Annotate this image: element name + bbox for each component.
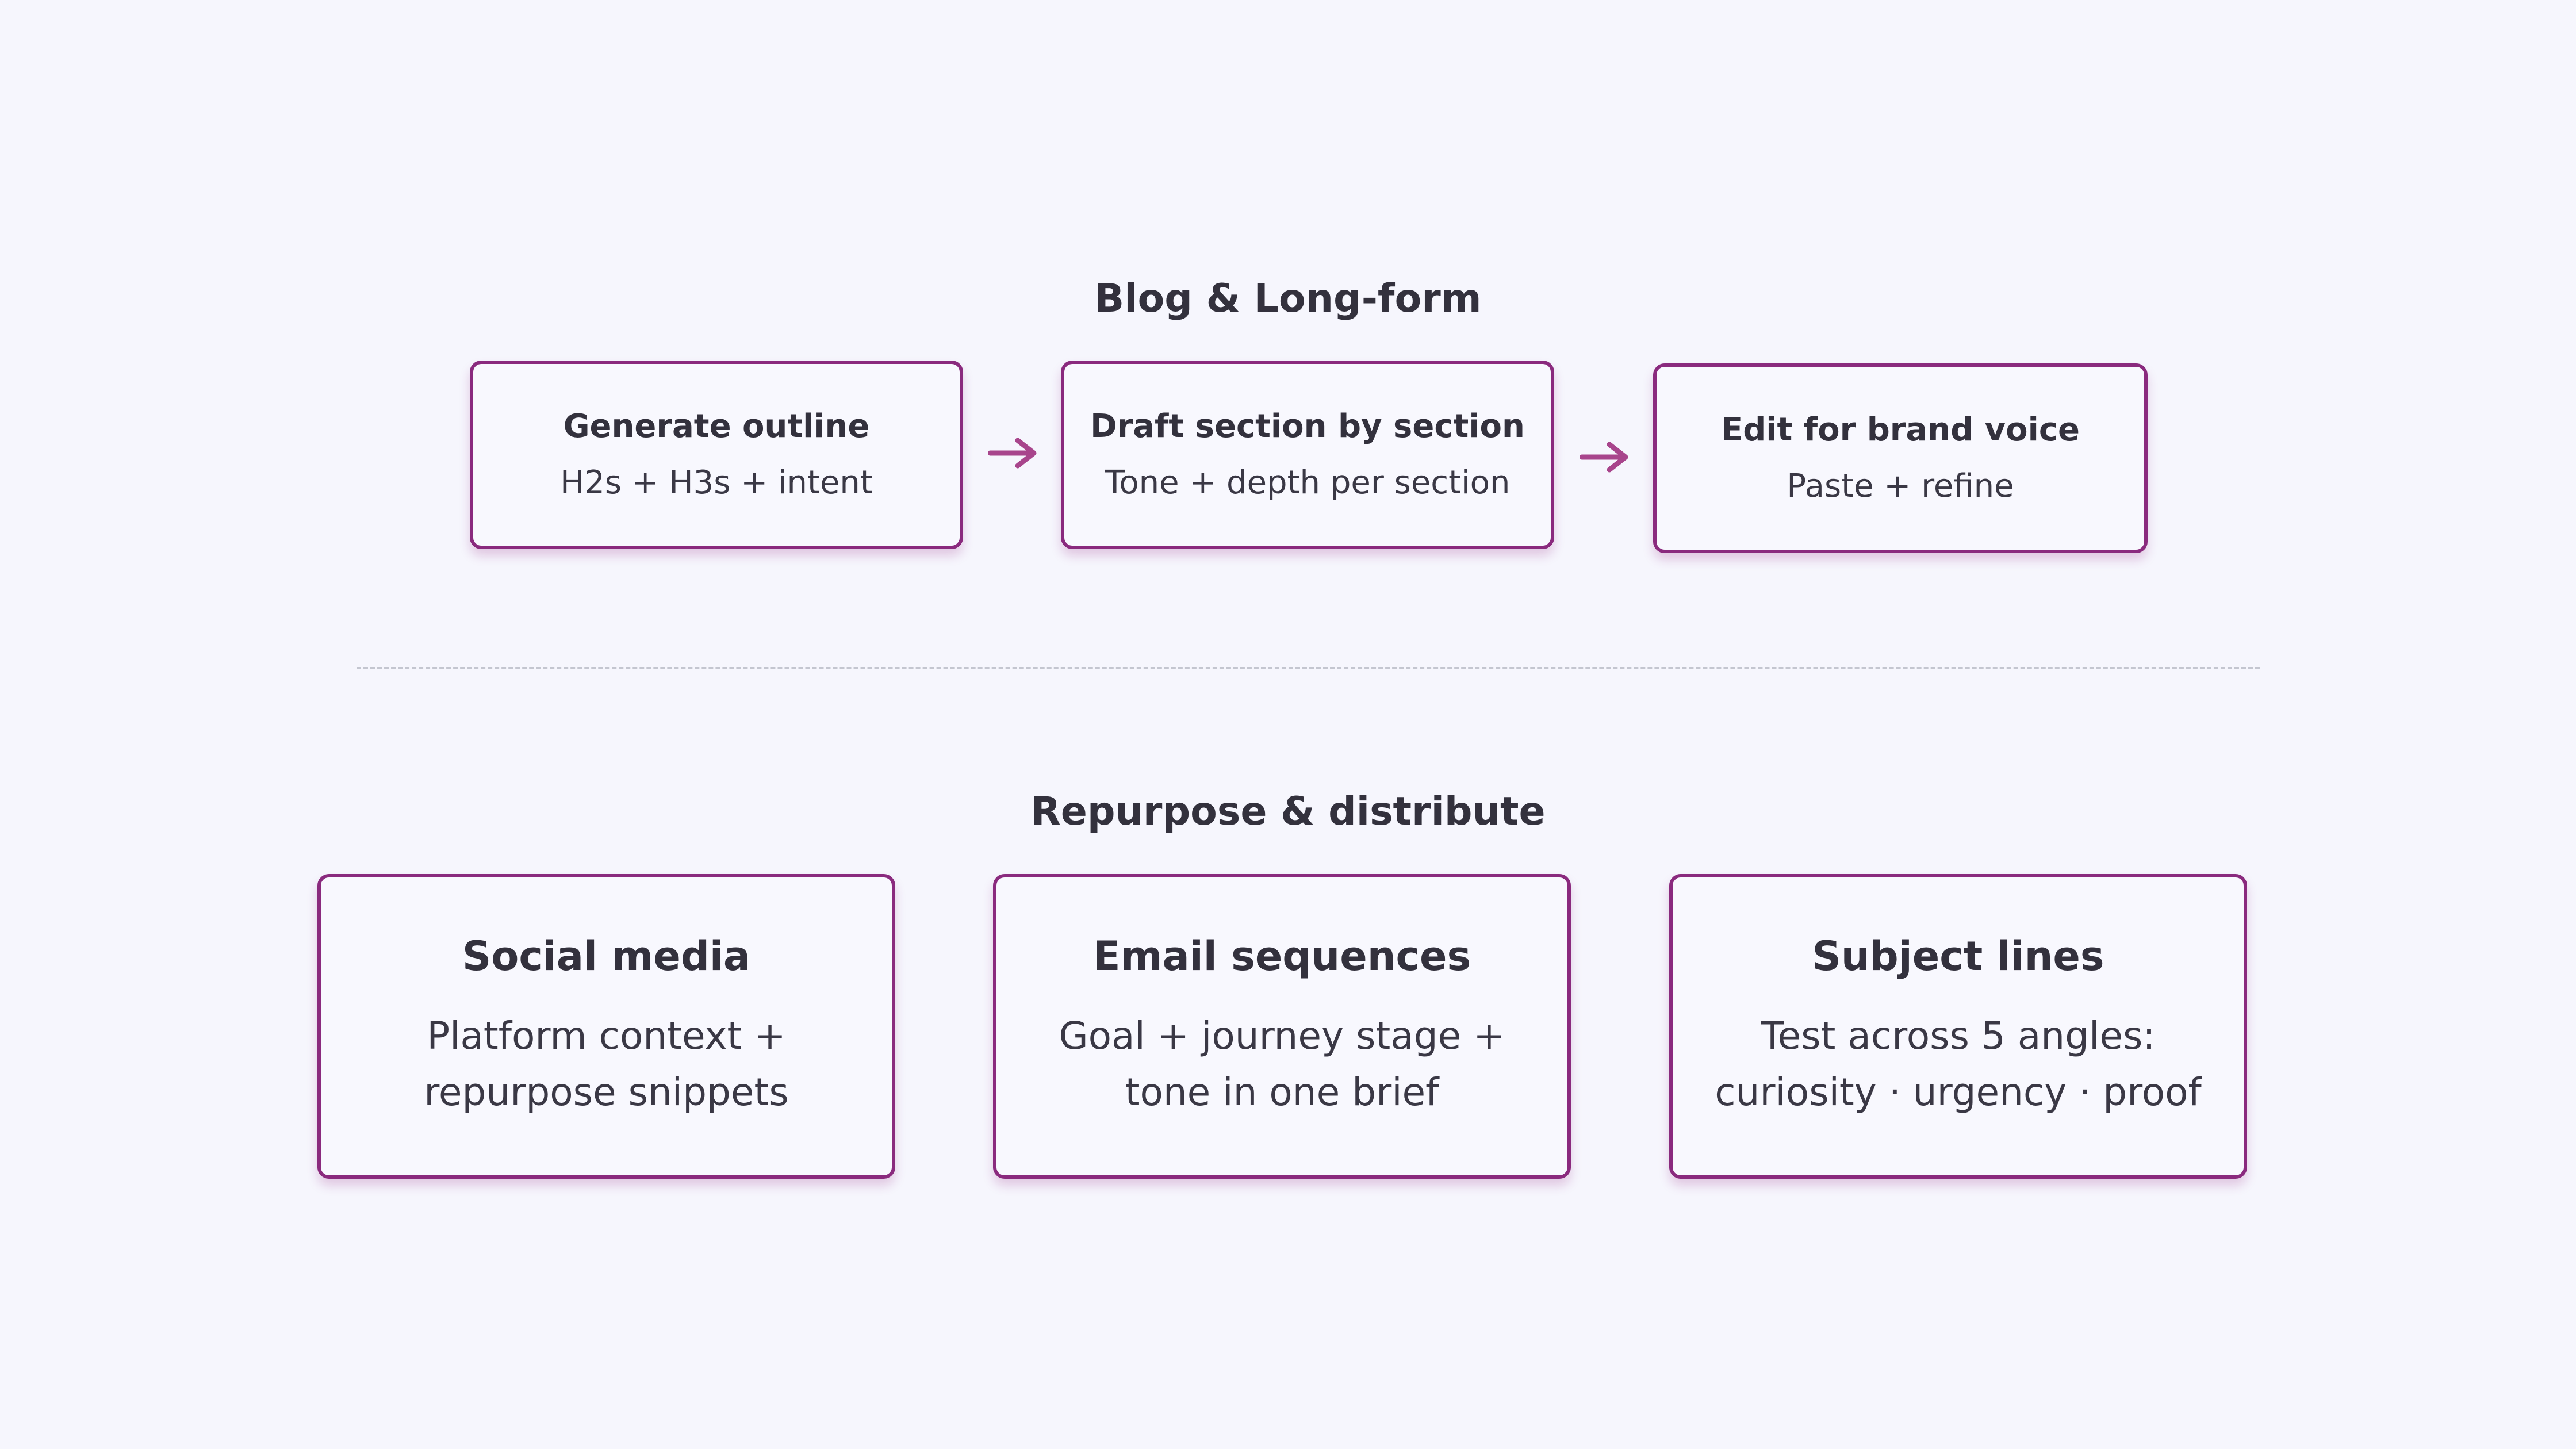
- flow-step-title: Generate outline: [563, 408, 870, 445]
- flow-step-generate-outline: Generate outline H2s + H3s + intent: [470, 361, 963, 549]
- flow-step-subtitle: H2s + H3s + intent: [560, 464, 873, 501]
- flow-step-subtitle: Paste + refine: [1787, 467, 2014, 505]
- card-title: Social media: [462, 933, 751, 980]
- card-email-sequences: Email sequences Goal + journey stage + t…: [993, 874, 1571, 1179]
- card-social-media: Social media Platform context + repurpos…: [317, 874, 895, 1179]
- card-description-line: tone in one brief: [1125, 1070, 1439, 1114]
- card-title: Email sequences: [1092, 933, 1471, 980]
- card-description-line: Platform context +: [427, 1014, 786, 1058]
- card-description-line: curiosity · urgency · proof: [1715, 1070, 2202, 1114]
- card-description: Platform context + repurpose snippets: [424, 1008, 789, 1121]
- flow-step-edit-brand-voice: Edit for brand voice Paste + refine: [1653, 363, 2148, 553]
- card-description-line: Test across 5 angles:: [1761, 1014, 2156, 1058]
- card-description: Goal + journey stage + tone in one brief: [1059, 1008, 1505, 1121]
- card-description-line: repurpose snippets: [424, 1070, 789, 1114]
- card-title: Subject lines: [1812, 933, 2104, 980]
- section-divider: [356, 667, 2260, 669]
- card-description: Test across 5 angles: curiosity · urgenc…: [1715, 1008, 2202, 1121]
- card-subject-lines: Subject lines Test across 5 angles: curi…: [1669, 874, 2247, 1179]
- right-arrow-icon: [988, 438, 1037, 469]
- flow-step-draft-section: Draft section by section Tone + depth pe…: [1061, 361, 1554, 549]
- flow-step-subtitle: Tone + depth per section: [1105, 464, 1511, 501]
- card-description-line: Goal + journey stage +: [1059, 1014, 1505, 1058]
- section-title-repurpose: Repurpose & distribute: [1030, 789, 1546, 834]
- flow-step-title: Edit for brand voice: [1720, 411, 2080, 448]
- right-arrow-icon: [1580, 442, 1628, 473]
- section-title-blog: Blog & Long-form: [1094, 276, 1482, 321]
- flow-step-title: Draft section by section: [1090, 408, 1525, 445]
